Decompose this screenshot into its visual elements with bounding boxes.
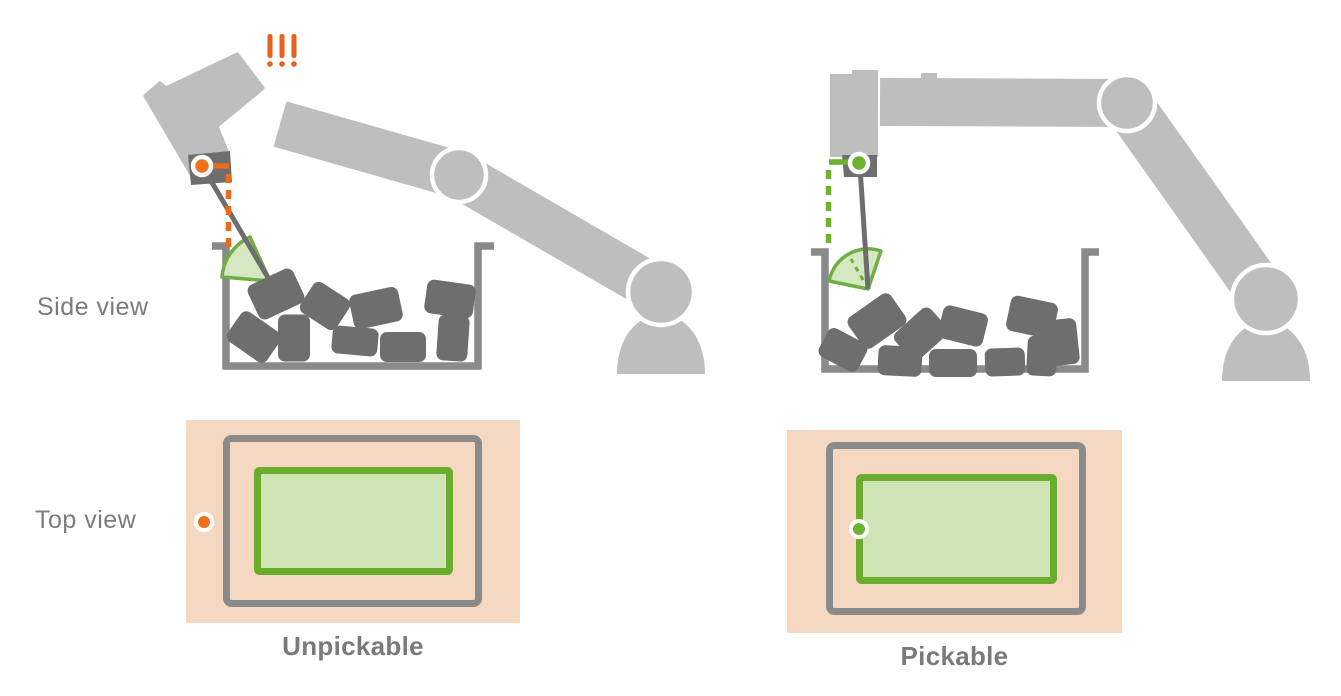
bin-left (212, 242, 494, 370)
top-view-pickable (787, 430, 1122, 633)
shoulder-joint-icon (625, 256, 697, 328)
tcp-point-unpickable-icon (190, 154, 214, 178)
part-box (938, 305, 988, 347)
part-box (877, 345, 923, 377)
top-view-unpickable (186, 420, 520, 623)
robot-upperarm-left (447, 154, 673, 313)
approach-cone-left (220, 235, 272, 283)
part-box (929, 349, 977, 377)
bin-outline-top-right (826, 442, 1086, 615)
part-box (424, 279, 476, 319)
elbow-joint-icon (429, 145, 489, 205)
side-view-unpickable (143, 34, 705, 374)
part-box (331, 325, 379, 357)
part-box (984, 347, 1026, 377)
part-box (818, 328, 868, 372)
part-box (299, 281, 351, 331)
caption-pickable: Pickable (900, 641, 1009, 671)
pickable-zone-left (254, 467, 453, 575)
robot-arm-left (143, 52, 705, 374)
robot-forearm-right (1106, 88, 1287, 314)
caption-unpickable: Unpickable (282, 631, 424, 661)
gripper-line-right (857, 166, 871, 290)
part-box (247, 268, 305, 320)
part-box (278, 314, 310, 362)
bin-outline-top-left (223, 435, 482, 607)
elbow-joint-icon (1096, 72, 1158, 134)
part-box (380, 332, 426, 362)
robot-forearm-left (273, 101, 466, 198)
part-box (226, 311, 282, 363)
part-box (349, 286, 403, 330)
part-box (1006, 295, 1058, 339)
robot-arm-right (830, 70, 1310, 381)
side-view-pickable (811, 70, 1310, 381)
gripper-line-left (201, 167, 273, 283)
robot-wrist-right (830, 74, 878, 157)
top-view-label: Top view (35, 506, 137, 534)
part-box (1026, 335, 1058, 377)
robot-base-left (617, 312, 705, 374)
bin-parts-right (818, 293, 1080, 377)
tcp-point-pickable-icon (847, 151, 871, 175)
side-view-label: Side view (37, 293, 149, 321)
bin-parts-left (226, 268, 476, 363)
robot-upperarm-right (879, 78, 1128, 127)
cone-bisector-dashed (849, 258, 865, 281)
arm-cap (921, 73, 937, 81)
robot-base-right (1222, 319, 1310, 381)
shoulder-joint-icon (1229, 262, 1303, 336)
part-box (847, 293, 907, 349)
warning-icon (267, 34, 297, 67)
pickable-zone-right (856, 474, 1057, 584)
tcp-top-pickable-icon (849, 519, 869, 539)
tcp-top-unpickable-icon (194, 512, 214, 532)
part-box (436, 314, 470, 362)
